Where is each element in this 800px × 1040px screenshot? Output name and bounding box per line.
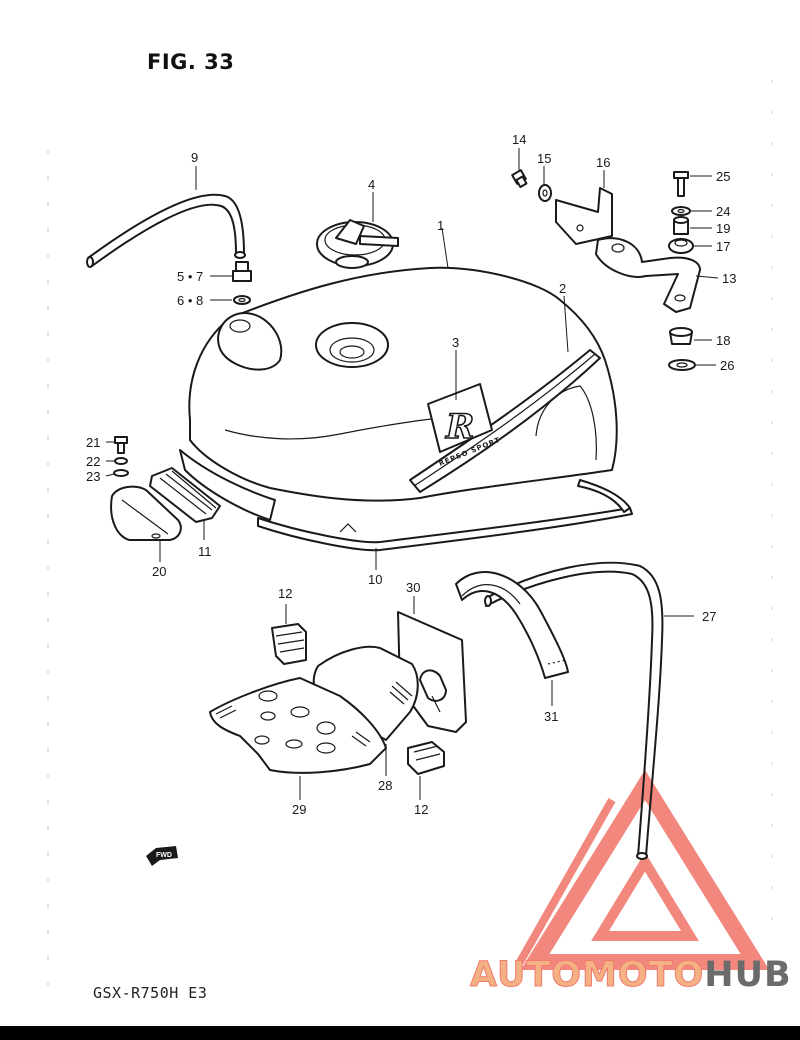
callout-16: 16	[596, 155, 610, 170]
bolt-25	[673, 171, 689, 197]
callout-24: 24	[716, 204, 730, 219]
callout-2: 2	[559, 281, 566, 296]
callout-28: 28	[378, 778, 392, 793]
callout-15: 15	[537, 151, 551, 166]
leader-lines	[105, 148, 719, 800]
callout-6-8: 6 • 8	[177, 293, 203, 308]
fwd-direction-arrow: FWD	[146, 846, 178, 866]
callout-23: 23	[86, 469, 100, 484]
watermark-text: AUTOMOTOHUB	[469, 955, 792, 996]
callout-4: 4	[368, 177, 375, 192]
callout-3: 3	[452, 335, 459, 350]
washer-24	[671, 206, 691, 216]
callout-9: 9	[191, 150, 198, 165]
callout-14: 14	[512, 132, 526, 147]
callout-21: 21	[86, 435, 100, 450]
bolt-14	[511, 169, 528, 188]
callout-18: 18	[716, 333, 730, 348]
callout-11: 11	[198, 544, 212, 559]
figure-title: FIG. 33	[147, 50, 235, 74]
callout-26: 26	[720, 358, 734, 373]
callout-19: 19	[716, 221, 730, 236]
callout-29: 29	[292, 802, 306, 817]
callout-12-upper: 12	[278, 586, 292, 601]
breather-nipple	[232, 261, 252, 305]
automotohub-logo	[516, 769, 770, 970]
collar-19	[673, 216, 689, 235]
callout-31: 31	[544, 709, 558, 724]
washer-15	[538, 184, 552, 202]
fuel-tank	[179, 266, 618, 521]
cushion-12-upper	[271, 623, 307, 665]
breather-hose	[86, 193, 246, 268]
base-plate-29	[209, 677, 387, 774]
decal-letter: R	[445, 407, 474, 447]
callout-labels: 1 2 3 4 5 • 7 6 • 8 9 10 11 12 12 13 14 …	[86, 132, 736, 817]
fuel-cap	[316, 219, 399, 269]
watermark-automoto: AUTOMOTO	[469, 955, 705, 996]
callout-22: 22	[86, 454, 100, 469]
bracket-16	[555, 187, 613, 245]
callout-1: 1	[437, 218, 444, 233]
tank-seal-rubber	[257, 479, 633, 552]
washer-26	[668, 359, 696, 371]
model-code: GSX-R750H E3	[93, 984, 208, 1002]
drain-hose	[484, 561, 664, 860]
callout-25: 25	[716, 169, 730, 184]
cushion-18	[669, 327, 693, 345]
bottom-scan-bar	[0, 1026, 800, 1040]
callout-27: 27	[702, 609, 716, 624]
callout-10: 10	[368, 572, 382, 587]
curved-cushion-31	[455, 571, 569, 679]
fwd-label: FWD	[156, 852, 172, 859]
rear-bracket-13	[595, 237, 701, 313]
callout-12-lower: 12	[414, 802, 428, 817]
watermark-hub: HUB	[704, 955, 792, 995]
callout-30: 30	[406, 580, 420, 595]
bolt-21	[113, 436, 129, 477]
cushion-17	[668, 238, 694, 254]
callout-20: 20	[152, 564, 166, 579]
cushion-12-lower	[407, 741, 445, 775]
callout-5-7: 5 • 7	[177, 269, 203, 284]
tank-cushion	[149, 467, 221, 523]
callout-13: 13	[722, 271, 736, 286]
callout-17: 17	[716, 239, 730, 254]
tank-mount-bracket	[110, 485, 182, 541]
